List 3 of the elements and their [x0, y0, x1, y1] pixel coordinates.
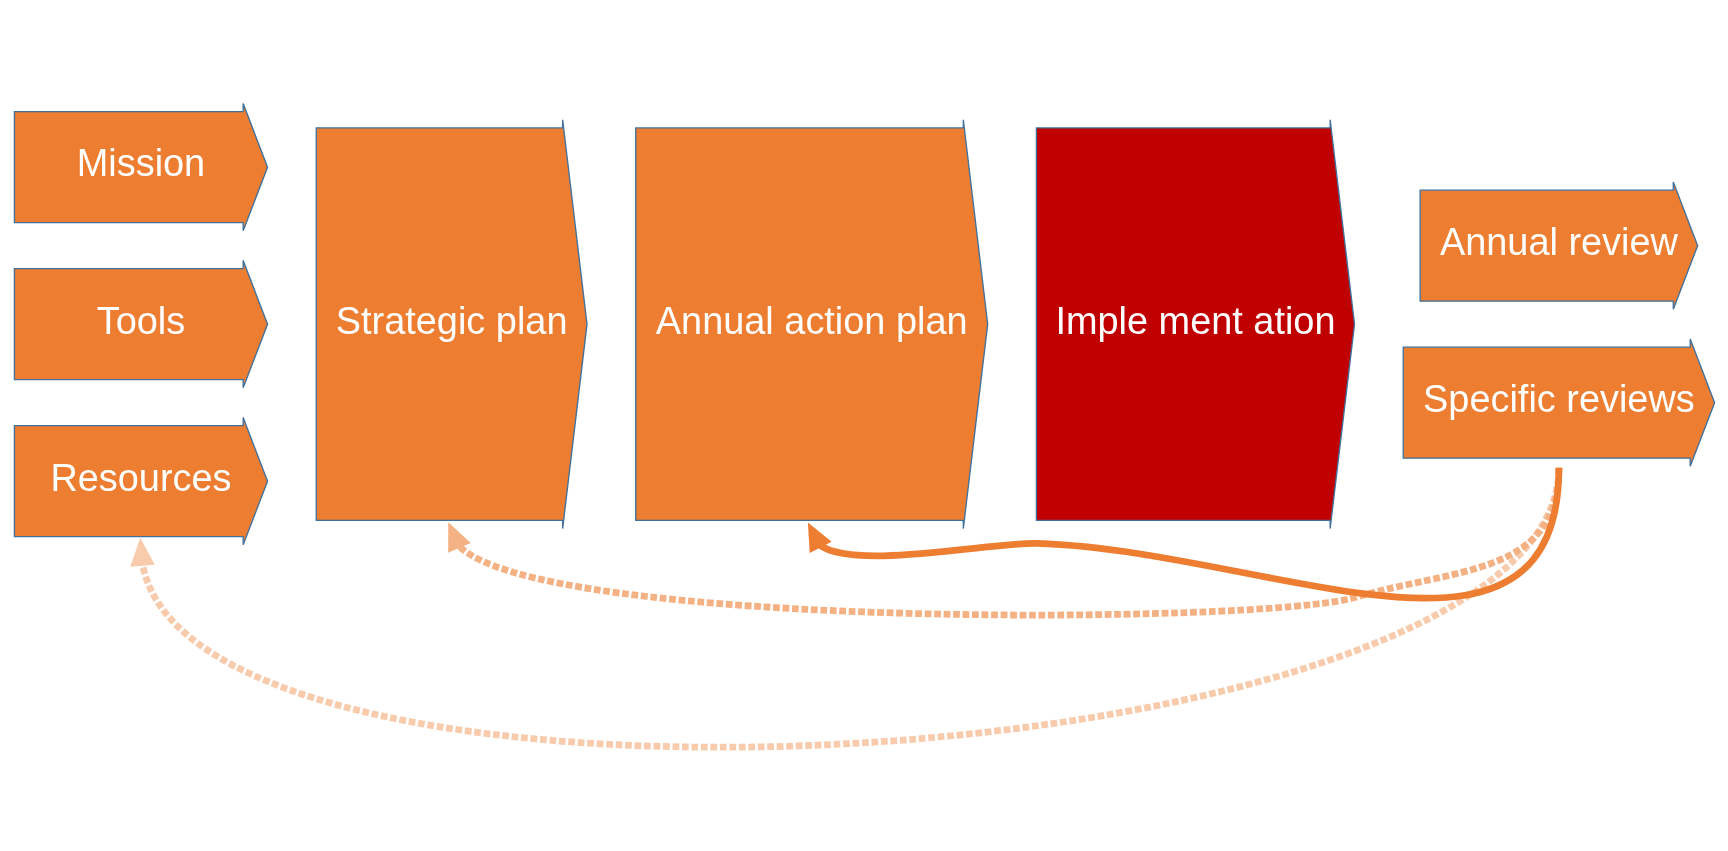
arrow	[447, 467, 1562, 619]
arrow	[807, 467, 1562, 602]
arrow	[129, 466, 1562, 751]
